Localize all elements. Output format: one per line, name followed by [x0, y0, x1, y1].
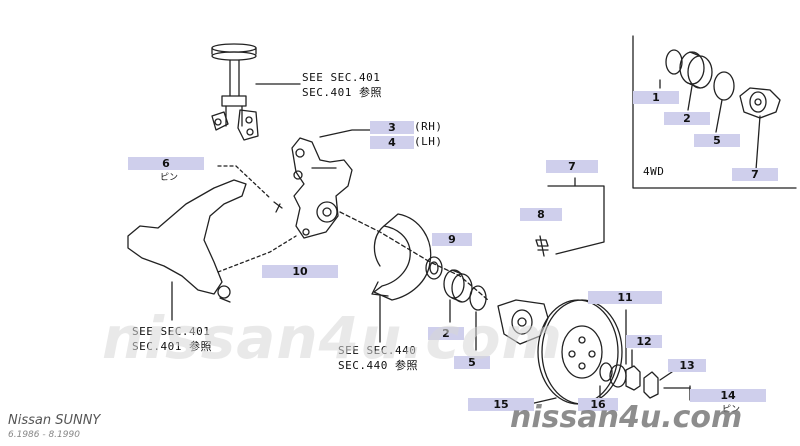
callout-9[interactable]: 9 — [432, 233, 472, 246]
callout-11[interactable]: 11 — [588, 291, 662, 304]
footer-model: Nissan SUNNY — [8, 413, 101, 428]
lower-arm-drawing — [127, 179, 247, 303]
callout-1[interactable]: 1 — [633, 91, 679, 104]
ref-baffle-jp: SEC.440 参照 — [338, 359, 418, 372]
snap-ring-5-drawing — [469, 285, 487, 311]
callout-6-note: ピン — [160, 173, 179, 183]
pin-6-leader — [217, 165, 271, 199]
ref-lower-arm-en: SEE SEC.401 — [132, 325, 211, 338]
ref-strut-jp: SEC.401 参照 — [302, 86, 382, 99]
callout-4-side: (LH) — [414, 135, 443, 148]
callout-2-inset[interactable]: 2 — [664, 112, 710, 125]
hub-drawing — [497, 299, 549, 345]
cap-13-leader — [659, 371, 673, 381]
variant-label-4wd: 4WD — [643, 165, 665, 178]
callout-5-inset[interactable]: 5 — [694, 134, 740, 147]
bolt-7-bracket — [547, 185, 605, 255]
callout-3-side: (RH) — [414, 120, 443, 133]
ref-baffle-en: SEE SEC.440 — [338, 344, 417, 357]
callout-6[interactable]: 6 — [128, 157, 204, 170]
pin-14-drawing — [663, 385, 691, 391]
nut-12-drawing — [625, 365, 641, 391]
callout-2[interactable]: 2 — [428, 327, 464, 340]
axis-dashed-line — [339, 211, 489, 301]
inset-frame — [632, 35, 797, 189]
callout-13[interactable]: 13 — [668, 359, 706, 372]
callout-5[interactable]: 5 — [454, 356, 490, 369]
knuckle-leader — [319, 129, 371, 138]
strut-drawing — [211, 43, 259, 141]
pin-10-leader — [217, 235, 297, 273]
knuckle-drawing — [291, 137, 353, 239]
callout-8[interactable]: 8 — [520, 208, 562, 221]
callout-10[interactable]: 10 — [262, 265, 338, 278]
callout-14-note: ピン — [722, 405, 741, 415]
bearing-2-drawing — [425, 256, 473, 303]
ref-lower-arm-jp: SEC.401 参照 — [132, 340, 212, 353]
bolt-8-drawing — [535, 235, 549, 257]
callout-4[interactable]: 4 — [370, 136, 414, 149]
callout-15[interactable]: 15 — [468, 398, 534, 411]
callout-7-inset[interactable]: 7 — [732, 168, 778, 181]
watermark-large: nissan4u.com — [102, 304, 563, 372]
callout-14[interactable]: 14 — [690, 389, 766, 402]
pin-6-drawing — [273, 201, 283, 213]
footer-period: 6.1986 - 8.1990 — [8, 430, 80, 440]
baffle-plate-drawing — [371, 213, 432, 301]
cap-13-drawing — [643, 371, 659, 399]
inset-parts-drawing — [665, 49, 781, 119]
callout-3[interactable]: 3 — [370, 121, 414, 134]
callout-16[interactable]: 16 — [578, 398, 618, 411]
rotor-leader — [529, 397, 557, 405]
watermark-small: nissan4u.com — [510, 400, 743, 435]
bearing-16-drawing — [599, 362, 613, 382]
callout-7[interactable]: 7 — [546, 160, 598, 173]
ref-strut-en: SEE SEC.401 — [302, 71, 381, 84]
callout-12[interactable]: 12 — [626, 335, 662, 348]
